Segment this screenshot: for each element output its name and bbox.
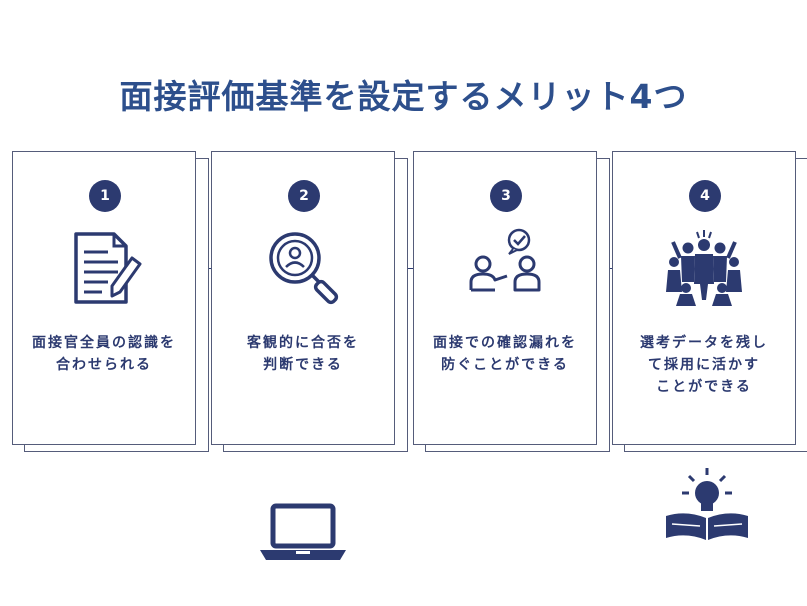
card-text-line: ことができる [656,379,752,395]
book-lightbulb-icon [666,468,748,540]
step-number-badge: 1 [89,180,121,212]
card-description: 面接官全員の認識を 合わせられる [13,332,195,376]
magnifier-person-icon [269,232,339,305]
card-body: 4 選考データを残し て採用に活かす ことができる [612,151,796,445]
merit-card-4: 4 選考データを残し て採用に活かす ことができる [612,151,807,452]
laptop-icon [260,503,346,560]
team-celebration-icon [666,230,742,306]
card-description: 客観的に合否を 判断できる [212,332,394,376]
merit-card-3: 3 面接での確認漏れを 防ぐことができる [413,151,610,452]
document-pen-icon [74,232,142,304]
page-title: 面接評価基準を設定するメリット4つ [119,77,688,116]
card-body: 2 客観的に合否を 判断できる [211,151,395,445]
card-description: 面接での確認漏れを 防ぐことができる [414,332,596,376]
card-text-line: 防ぐことができる [441,357,569,373]
card-text-line: 面接官全員の認識を [32,335,176,351]
card-body: 3 面接での確認漏れを 防ぐことができる [413,151,597,445]
card-text-line: 面接での確認漏れを [433,335,577,351]
step-number-badge: 2 [288,180,320,212]
card-text-line: 選考データを残し [640,335,768,351]
card-body: 1 面接官全員の認識を 合わせられる [12,151,196,445]
step-number-badge: 4 [689,180,721,212]
discussion-icon [469,228,541,292]
card-text-line: 客観的に合否を [247,335,359,351]
card-text-line: 判断できる [263,357,343,373]
card-text-line: 合わせられる [56,357,152,373]
card-description: 選考データを残し て採用に活かす ことができる [613,332,795,398]
step-number-badge: 3 [490,180,522,212]
merit-card-2: 2 客観的に合否を 判断できる [211,151,408,452]
card-text-line: て採用に活かす [648,357,760,373]
merit-card-1: 1 面接官全員の認識を 合わせられる [12,151,209,452]
